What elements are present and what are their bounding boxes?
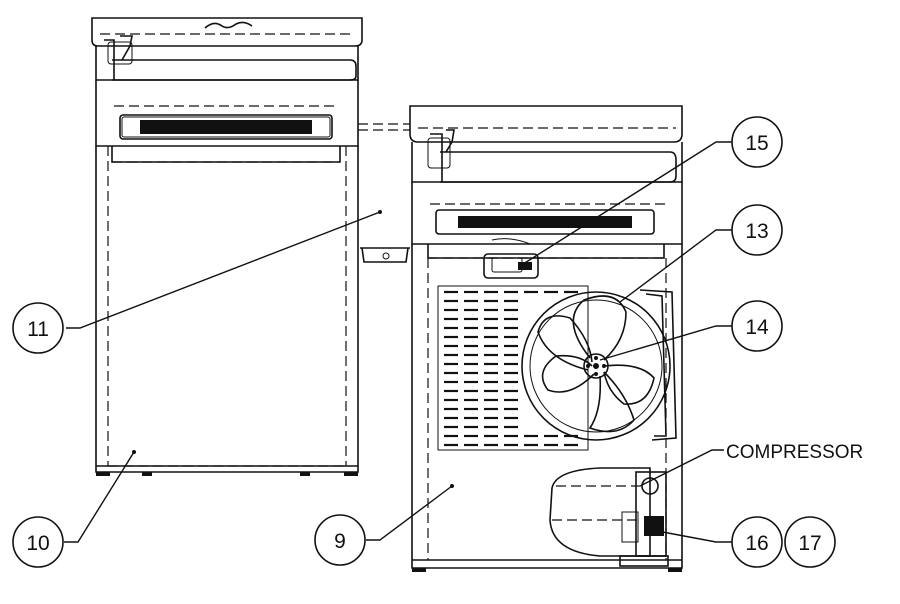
callout-11-label: 11: [27, 318, 49, 341]
callout-9-label: 9: [334, 530, 346, 553]
callout-15-label: 15: [745, 132, 768, 155]
grille: [437, 285, 589, 451]
callout-11: 11: [12, 302, 64, 354]
callout-14: 14: [731, 300, 783, 352]
callout-13-label: 13: [745, 220, 768, 243]
callout-15: 15: [731, 116, 783, 168]
callout-10-label: 10: [26, 532, 49, 555]
callout-10: 10: [12, 516, 64, 568]
callout-16-label: 16: [745, 532, 768, 555]
callout-9: 9: [314, 514, 366, 566]
connecting-bracket: [358, 123, 410, 263]
callout-compressor: COMPRESSOR: [726, 442, 863, 463]
compressor: [549, 467, 669, 567]
callout-14-label: 14: [745, 316, 769, 339]
condenser-fan: [521, 289, 677, 441]
callout-16: 16: [731, 516, 783, 568]
left-cooler-unit: [91, 17, 382, 476]
callout-17: 17: [784, 516, 836, 568]
callout-17-label: 17: [798, 532, 821, 555]
right-cooler-unit: [409, 105, 683, 572]
brand-logo: [204, 21, 253, 29]
compressor-label: COMPRESSOR: [726, 442, 863, 463]
leader-lines: [64, 141, 732, 543]
callout-13: 13: [731, 204, 783, 256]
